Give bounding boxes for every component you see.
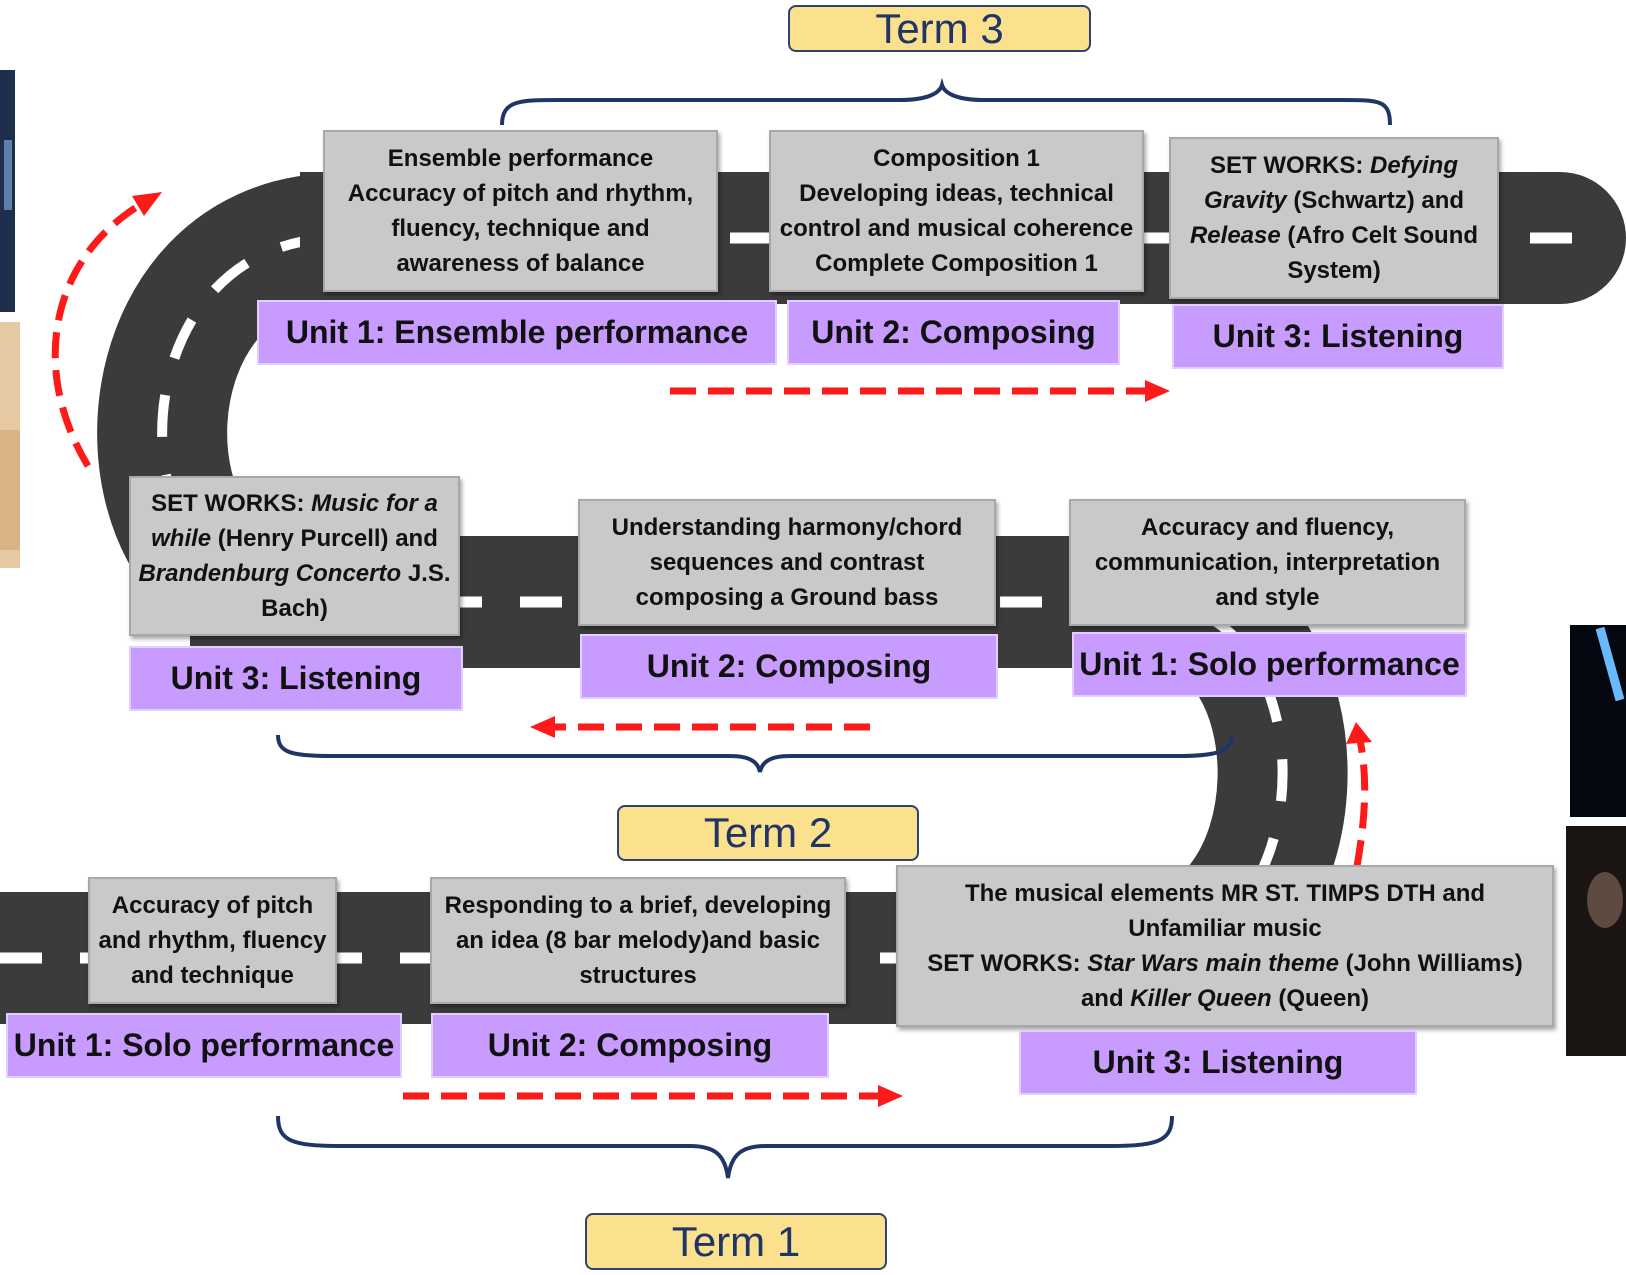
photo-right-bottom xyxy=(1566,826,1626,1056)
term2-label: Term 2 xyxy=(617,805,919,861)
term1-unit2-composing: Unit 2: Composing xyxy=(431,1013,829,1078)
term3-unit1-ensemble-performance: Unit 1: Ensemble performance xyxy=(257,300,777,365)
term1-brace xyxy=(276,1115,1174,1179)
term2-unit3-listening: Unit 3: Listening xyxy=(129,646,463,711)
term1-unit1-solo-performance: Unit 1: Solo performance xyxy=(6,1013,402,1078)
term3-unit2-composing: Unit 2: Composing xyxy=(787,300,1120,365)
term1-solo-description: Accuracy of pitch and rhythm, fluency an… xyxy=(88,877,337,1004)
term2-composing-description: Understanding harmony/chord sequences an… xyxy=(578,499,996,626)
arrow-curve-left xyxy=(51,192,162,468)
term3-unit3-listening: Unit 3: Listening xyxy=(1172,304,1504,369)
term3-composition-description: Composition 1 Developing ideas, technica… xyxy=(769,130,1144,292)
term1-listening-description: The musical elements MR ST. TIMPS DTH an… xyxy=(896,865,1554,1027)
arrow-term3-right xyxy=(670,380,1170,402)
term1-label: Term 1 xyxy=(585,1213,887,1270)
term3-listening-description: SET WORKS: Defying Gravity (Schwartz) an… xyxy=(1169,137,1499,299)
term2-unit2-composing: Unit 2: Composing xyxy=(580,634,998,699)
arrow-curve-right xyxy=(1346,722,1372,867)
term2-solo-description: Accuracy and fluency, communication, int… xyxy=(1069,499,1466,626)
photo-left-bottom xyxy=(0,322,20,568)
term2-brace xyxy=(276,734,1234,773)
term3-brace xyxy=(500,77,1392,126)
arrow-term1-right xyxy=(403,1085,903,1107)
term2-unit1-solo-performance: Unit 1: Solo performance xyxy=(1072,632,1467,697)
term3-ensemble-description: Ensemble performance Accuracy of pitch a… xyxy=(323,130,718,292)
term1-unit3-listening: Unit 3: Listening xyxy=(1019,1030,1417,1095)
term1-composing-description: Responding to a brief, developing an ide… xyxy=(430,877,846,1004)
arrow-term2-left xyxy=(530,716,870,738)
term2-listening-description: SET WORKS: Music for a while (Henry Purc… xyxy=(129,476,460,636)
term3-label: Term 3 xyxy=(788,5,1091,52)
photo-left-top xyxy=(0,70,15,312)
photo-right-top xyxy=(1570,625,1626,817)
